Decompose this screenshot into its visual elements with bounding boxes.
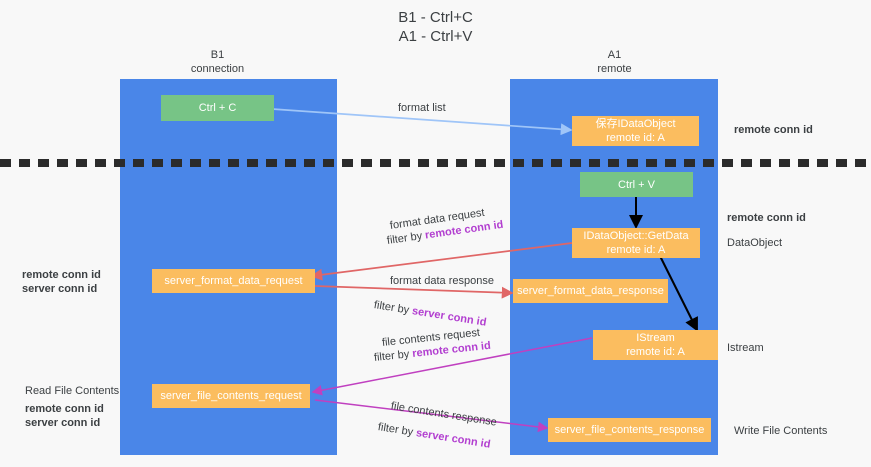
- column-header-b1-sub: connection: [190, 63, 245, 75]
- node-save-idataobject-line2: remote id: A: [606, 132, 665, 144]
- side-label-remote-conn-id-mid: remote conn id: [727, 212, 806, 224]
- column-header-a1: A1 remote: [552, 48, 677, 76]
- edge-label-format-data-response: format data response: [390, 275, 494, 287]
- arrow-format-data-request: [310, 242, 573, 281]
- arrow-file-contents-response: [314, 399, 549, 433]
- side-label-read-file-contents: Read File Contents: [25, 385, 120, 397]
- side-label-write-file-contents: Write File Contents: [734, 425, 828, 437]
- edge-label-format-list: format list: [398, 102, 446, 114]
- node-istream[interactable]: IStream remote id: A: [593, 330, 718, 360]
- arrow-getdata-to-istream: [659, 255, 698, 332]
- side-label-left-remote-conn-id-2: remote conn id: [25, 403, 104, 415]
- side-label-istream: Istream: [727, 342, 764, 354]
- arrow-format-list: [271, 108, 573, 136]
- node-idataobject-getdata[interactable]: IDataObject::GetData remote id: A: [572, 228, 700, 258]
- node-server-file-contents-response[interactable]: server_file_contents_response: [548, 418, 711, 442]
- side-label-left-remote-conn-id: remote conn id: [22, 269, 101, 281]
- arrow-file-contents-request: [311, 337, 593, 396]
- column-header-a1-name: A1: [607, 49, 622, 61]
- side-label-dataobject: DataObject: [727, 237, 783, 249]
- column-header-b1-name: B1: [210, 49, 225, 61]
- column-header-b1: B1 connection: [155, 48, 280, 76]
- filter-by-text-3: filter by: [373, 348, 413, 364]
- node-save-idataobject[interactable]: 保存IDataObject remote id: A: [572, 116, 699, 146]
- column-header-a1-sub: remote: [597, 63, 632, 75]
- diagram-title-line2: A1 - Ctrl+V: [398, 28, 473, 45]
- side-label-left-server-conn-id: server conn id: [22, 283, 98, 295]
- side-label-left-server-conn-id-2: server conn id: [25, 417, 101, 429]
- section-divider: [0, 159, 871, 167]
- node-server-format-data-response[interactable]: server_format_data_response: [513, 279, 668, 303]
- node-getdata-line2: remote id: A: [606, 244, 666, 256]
- node-ctrl-v[interactable]: Ctrl + V: [580, 172, 693, 197]
- node-save-idataobject-line1: 保存IDataObject: [595, 118, 676, 130]
- arrow-format-data-response: [314, 285, 514, 299]
- diagram-title-line1: B1 - Ctrl+C: [398, 9, 473, 26]
- node-istream-line1: IStream: [636, 332, 675, 344]
- node-server-file-contents-request[interactable]: server_file_contents_request: [152, 384, 310, 408]
- node-ctrl-c[interactable]: Ctrl + C: [161, 95, 274, 121]
- node-getdata-line1: IDataObject::GetData: [583, 230, 689, 242]
- side-label-remote-conn-id-top: remote conn id: [734, 124, 813, 136]
- node-server-format-data-request[interactable]: server_format_data_request: [152, 269, 315, 293]
- node-istream-line2: remote id: A: [626, 346, 685, 358]
